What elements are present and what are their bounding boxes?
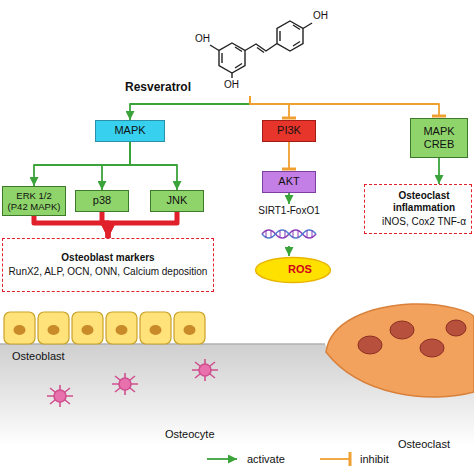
pathway-box: MAPK bbox=[95, 120, 165, 142]
legend-sample bbox=[205, 451, 243, 467]
node-body: iNOS, Cox2 TNF-α bbox=[382, 216, 466, 228]
legend-item: inhibit bbox=[318, 451, 389, 467]
node-title: MAPK bbox=[114, 124, 145, 137]
pathway-box: MAPK CREB bbox=[410, 118, 468, 158]
atom-label: OH bbox=[313, 10, 328, 21]
legend-sample bbox=[318, 451, 356, 467]
node-title: JNK bbox=[167, 194, 188, 207]
connector bbox=[34, 216, 108, 238]
kinase-box: JNK bbox=[150, 190, 204, 212]
effect-box: Osteoclast inflammation iNOS, Cox2 TNF-α bbox=[364, 184, 472, 234]
node-title: ERK 1/2 (P42 MAPK) bbox=[6, 190, 62, 213]
kinase-box: ERK 1/2 (P42 MAPK) bbox=[2, 186, 66, 216]
atom-label: OH bbox=[224, 79, 239, 90]
legend-item: activate bbox=[205, 451, 285, 467]
cell-label: Osteocyte bbox=[165, 428, 215, 440]
node-title: AKT bbox=[278, 175, 299, 188]
node-title: ROS bbox=[288, 263, 312, 276]
pathway-box: PI3K bbox=[262, 120, 316, 142]
connector bbox=[250, 96, 289, 118]
connector bbox=[130, 96, 250, 120]
pathway-box: AKT bbox=[262, 171, 316, 193]
cell-label: Osteoblast bbox=[12, 350, 65, 362]
compound-label: Resveratrol bbox=[120, 2, 320, 96]
ros-ellipse: ROS bbox=[254, 256, 332, 284]
node-title: Osteoclast inflammation bbox=[381, 190, 467, 214]
osteoclast-cell bbox=[326, 304, 474, 397]
atom-label: OH bbox=[195, 33, 210, 44]
node-title: MAPK CREB bbox=[415, 125, 463, 151]
connector bbox=[250, 96, 439, 116]
connector bbox=[34, 142, 130, 186]
connector bbox=[288, 193, 290, 204]
kinase-box: p38 bbox=[75, 190, 129, 212]
osteocyte-cells bbox=[47, 359, 218, 407]
connector bbox=[102, 142, 130, 190]
node-title: Osteoblast markers bbox=[61, 252, 154, 264]
osteoblast-nuclei bbox=[14, 325, 196, 335]
legend-text: activate bbox=[247, 453, 285, 465]
node-title: SIRT1-FoxO1 bbox=[258, 205, 320, 217]
gene-label: SIRT1-FoxO1 bbox=[239, 204, 339, 246]
resveratrol-structure bbox=[210, 21, 312, 78]
dna-helix bbox=[262, 230, 316, 238]
osteoclast-nuclei bbox=[358, 320, 466, 357]
node-title: Resveratrol bbox=[125, 80, 191, 94]
node-body: RunX2, ALP, OCN, ONN, Calcium deposition bbox=[9, 266, 208, 278]
cell-label: Osteoclast bbox=[398, 438, 450, 450]
legend-text: inhibit bbox=[360, 453, 389, 465]
connector bbox=[438, 158, 440, 184]
node-title: PI3K bbox=[277, 124, 301, 137]
connector bbox=[288, 142, 290, 169]
connector bbox=[108, 212, 177, 238]
node-title: p38 bbox=[93, 194, 111, 207]
effect-box: Osteoblast markersRunX2, ALP, OCN, ONN, … bbox=[2, 238, 214, 292]
connector bbox=[130, 142, 177, 190]
connector bbox=[288, 246, 290, 256]
osteoblast-cells bbox=[4, 312, 205, 344]
